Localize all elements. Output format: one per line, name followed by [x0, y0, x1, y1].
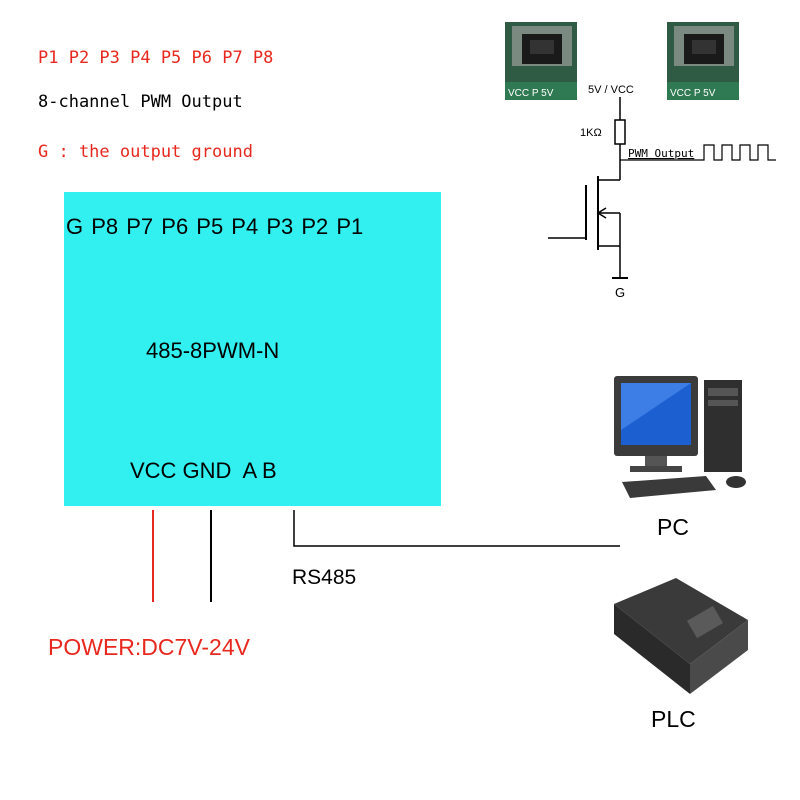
plc-icon — [614, 578, 748, 694]
module-model: 485-8PWM-N — [146, 338, 280, 363]
pwm-output-label: PWM Output — [628, 147, 694, 160]
rs485-label: RS485 — [292, 566, 357, 589]
connector-label-1: VCC P 5V — [508, 88, 554, 99]
module-board — [64, 192, 441, 506]
ground-label: G — [615, 285, 625, 300]
plc-label: PLC — [651, 706, 696, 732]
pc-label: PC — [657, 514, 689, 540]
pwm-waveform-icon — [700, 144, 776, 161]
output-pin-labels: G P8 P7 P6 P5 P4 P3 P2 P1 — [66, 214, 364, 239]
connector-photo-1-icon — [505, 22, 577, 100]
pc-icon — [614, 376, 746, 498]
input-pin-labels: VCC GND A B — [130, 458, 277, 483]
supply-label: 5V / VCC — [588, 84, 634, 96]
resistor-label: 1KΩ — [580, 127, 602, 139]
connector-label-2: VCC P 5V — [670, 88, 716, 99]
connector-photo-2-icon — [667, 22, 739, 100]
rs485-wire — [293, 510, 620, 547]
channel-list: P1 P2 P3 P4 P5 P6 P7 P8 — [38, 48, 274, 68]
channel-description: 8-channel PWM Output — [38, 92, 243, 112]
ground-note: G : the output ground — [38, 142, 253, 162]
power-label: POWER:DC7V-24V — [48, 634, 250, 660]
resistor-symbol — [614, 119, 626, 145]
